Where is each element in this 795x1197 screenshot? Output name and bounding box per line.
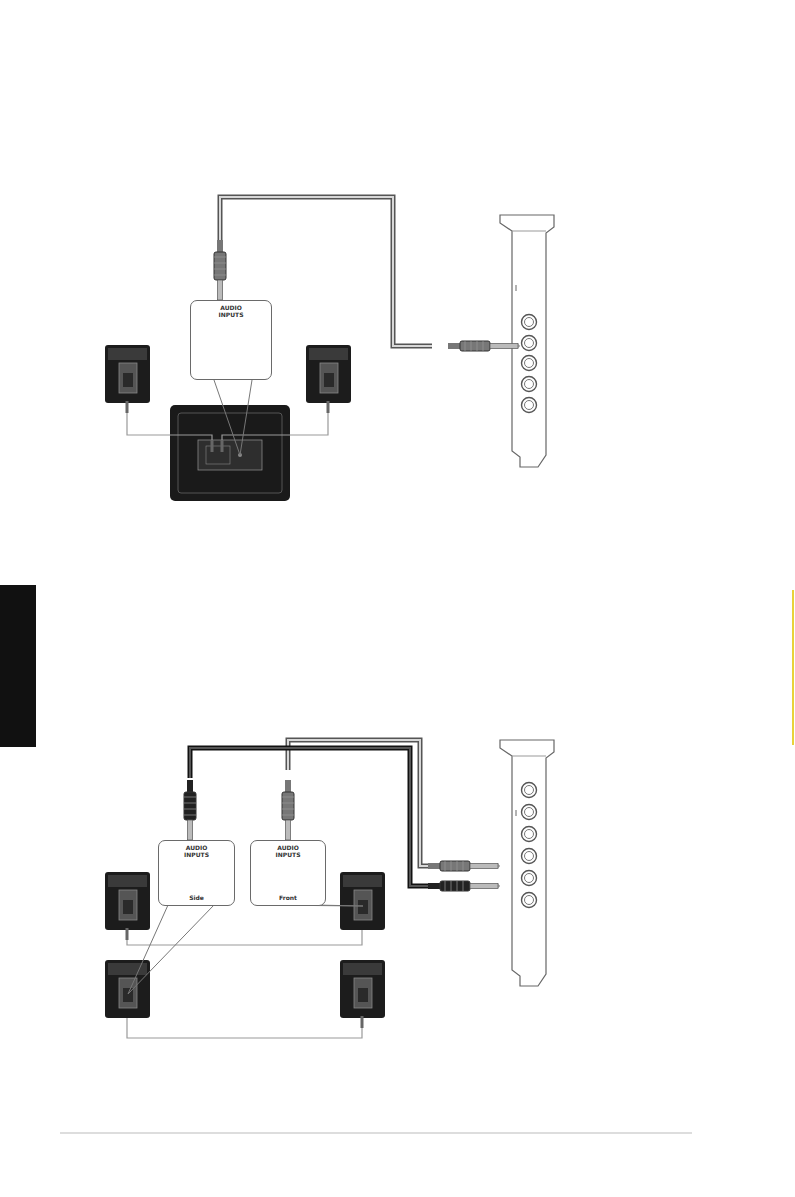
callout-box: AUDIO INPUTS	[190, 300, 272, 380]
page-tab	[0, 585, 36, 747]
speaker-plug	[211, 440, 214, 452]
speaker-plug	[126, 928, 129, 940]
jack-label: AUDIO INPUTS	[215, 305, 247, 318]
subwoofer	[170, 405, 290, 501]
speaker-plug	[327, 401, 330, 413]
callout-box: AUDIO INPUTS Front	[250, 840, 326, 906]
satellite-speaker	[340, 872, 385, 930]
speaker-wire	[127, 403, 212, 450]
callout-leader	[128, 905, 214, 994]
edge-mark	[792, 590, 794, 745]
sound-card-bracket	[500, 215, 554, 467]
channel-label: Side	[189, 895, 204, 902]
stereo-plug	[428, 881, 500, 891]
speaker-plug	[221, 440, 224, 452]
callout-leader	[214, 380, 252, 455]
satellite-speaker	[105, 960, 150, 1018]
channel-label: Front	[279, 895, 297, 902]
speaker-plug	[126, 401, 129, 413]
stereo-plug	[214, 240, 226, 302]
satellite-speaker	[340, 960, 385, 1018]
satellite-speaker	[105, 345, 150, 403]
satellite-speaker	[306, 345, 351, 403]
satellite-speaker	[105, 872, 150, 930]
speaker-plug	[361, 1016, 364, 1028]
speaker-wire	[222, 403, 328, 450]
jack-label: AUDIO INPUTS	[181, 845, 213, 858]
footer-rule	[60, 1133, 692, 1134]
sound-card-bracket	[500, 740, 554, 986]
stereo-plug	[184, 780, 196, 842]
stereo-plug	[282, 780, 294, 842]
callout-box: AUDIO INPUTS Side	[158, 840, 235, 906]
jack-label: AUDIO INPUTS	[272, 845, 304, 858]
stereo-plug	[448, 341, 520, 351]
speaker-wire	[127, 930, 362, 945]
stereo-plug	[428, 861, 500, 871]
speaker-wire	[127, 1018, 362, 1038]
